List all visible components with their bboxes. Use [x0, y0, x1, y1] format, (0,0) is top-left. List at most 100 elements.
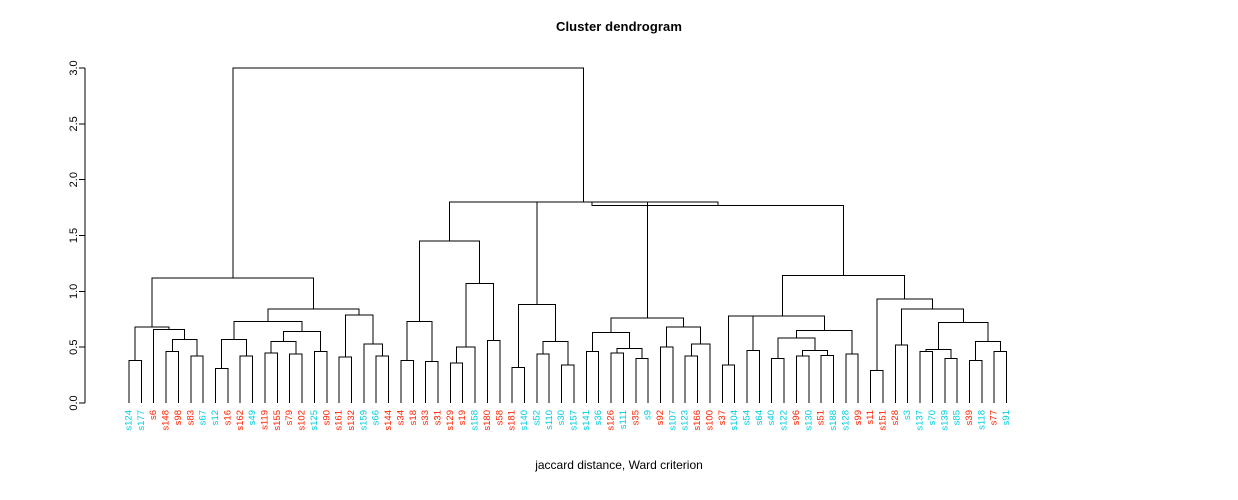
leaf-label: s129	[445, 410, 456, 431]
dendrogram-branch	[165, 351, 179, 403]
leaf-label: s140	[519, 410, 530, 431]
leaf-label: s137	[915, 410, 926, 431]
dendrogram-branch	[419, 240, 481, 322]
leaf-label: s110	[544, 410, 555, 430]
leaf-label: s139	[939, 410, 950, 431]
dendrogram-branch	[190, 355, 204, 403]
leaf-label: s49	[247, 410, 258, 425]
dendrogram-branch	[777, 337, 816, 359]
leaf-label: s99	[853, 410, 864, 425]
leaf-label: s35	[630, 410, 641, 425]
leaf-label: s125	[309, 410, 320, 431]
leaf-label: s161	[334, 410, 345, 431]
leaf-label: s52	[531, 410, 542, 425]
dendrogram-branch	[820, 355, 834, 403]
leaf-label: s104	[729, 410, 740, 431]
y-axis-tick-label: 2.5	[68, 116, 80, 131]
dendrogram-branch	[585, 351, 600, 403]
leaf-label: s118	[976, 410, 987, 430]
dendrogram-branch	[264, 352, 278, 403]
dendrogram-branch	[465, 283, 495, 348]
leaf-label: s34	[395, 410, 406, 425]
dendrogram-branch	[690, 343, 711, 403]
dendrogram-branch	[591, 202, 845, 276]
leaf-label: s9	[643, 410, 654, 420]
dendrogram-branch	[153, 328, 186, 403]
leaf-label: s188	[828, 410, 839, 431]
dendrogram-branch	[511, 366, 525, 403]
dendrogram-branch	[795, 355, 810, 403]
page-title: Cluster dendrogram	[555, 19, 683, 34]
y-axis-tick-label: 2.0	[68, 172, 80, 187]
dendrogram-branch	[610, 352, 624, 403]
dendrogram-branch	[289, 353, 303, 403]
dendrogram-branch	[363, 343, 383, 403]
dendrogram-branch	[128, 360, 142, 403]
dendrogram-branch	[870, 370, 884, 403]
leaf-label: s91	[1001, 410, 1012, 425]
dendrogram-branch	[456, 346, 476, 403]
leaf-label: s148	[161, 410, 172, 431]
leaf-label: s92	[655, 410, 666, 425]
leaf-label: s67	[198, 410, 209, 425]
dendrogram-branch	[338, 356, 352, 403]
leaf-label: s181	[507, 410, 518, 431]
dendrogram-branch	[610, 317, 685, 333]
dendrogram-branch	[746, 350, 760, 403]
dendrogram-branch	[239, 355, 254, 403]
dendrogram-branch	[486, 340, 501, 403]
leaf-label: s12	[210, 410, 221, 425]
leaf-label: s33	[420, 410, 431, 425]
leaf-label: s18	[408, 410, 419, 425]
dendrogram-branch	[233, 321, 303, 340]
dendrogram-branch	[925, 348, 952, 359]
leaf-label: s111	[618, 410, 629, 429]
y-axis-tick-label: 0.0	[68, 395, 80, 410]
dendrogram-branch	[171, 338, 198, 357]
leaf-label: s100	[704, 410, 715, 431]
dendrogram-branch	[400, 360, 414, 403]
dendrogram-branch	[938, 322, 989, 350]
dendrogram-branch	[993, 351, 1008, 403]
leaf-label: s70	[927, 410, 938, 425]
dendrogram-branch	[728, 315, 754, 365]
dendrogram-branch	[771, 357, 785, 403]
dendrogram-branch	[425, 361, 439, 403]
dendrogram-branch	[542, 341, 569, 365]
dendrogram-branch	[721, 364, 736, 403]
dendrogram-branch	[134, 326, 170, 361]
leaf-label: s141	[581, 410, 592, 431]
leaf-label: s123	[680, 410, 691, 431]
dendrogram-branch	[740, 315, 825, 331]
x-axis-label: jaccard distance, Ward criterion	[535, 458, 703, 472]
dendrogram-branch	[449, 362, 464, 403]
dendrogram-branch	[232, 67, 585, 278]
dendrogram-branch	[375, 355, 390, 403]
dendrogram-branch	[221, 338, 247, 369]
leaf-label: s128	[840, 410, 851, 431]
leaf-label: s30	[556, 410, 567, 425]
leaf-label: s51	[816, 410, 827, 425]
leaf-label: s162	[235, 410, 246, 431]
dendrogram-branch	[270, 341, 297, 354]
leaf-label: s37	[717, 410, 728, 425]
leaf-label: s85	[952, 410, 963, 425]
y-axis-tick-label: 0.5	[68, 340, 80, 355]
leaf-label: s180	[482, 410, 493, 431]
dendrogram-branch	[561, 364, 575, 403]
leaf-label: s151	[877, 410, 888, 431]
leaf-label: s6	[148, 410, 159, 420]
y-axis-tick-label: 1.0	[68, 284, 80, 299]
dendrogram-branch	[845, 353, 859, 403]
leaf-label: s31	[433, 410, 444, 425]
leaf-label: s19	[457, 410, 468, 425]
leaf-label: s155	[272, 410, 283, 431]
leaf-label: s157	[568, 410, 579, 431]
leaf-label: s107	[667, 410, 678, 431]
leaf-label: s119	[259, 410, 270, 430]
dendrogram-branch	[660, 346, 674, 403]
dendrogram-branch	[151, 277, 315, 328]
dendrogram-branch	[901, 308, 964, 345]
dendrogram-branch	[782, 275, 906, 316]
leaf-label: s102	[297, 410, 308, 431]
